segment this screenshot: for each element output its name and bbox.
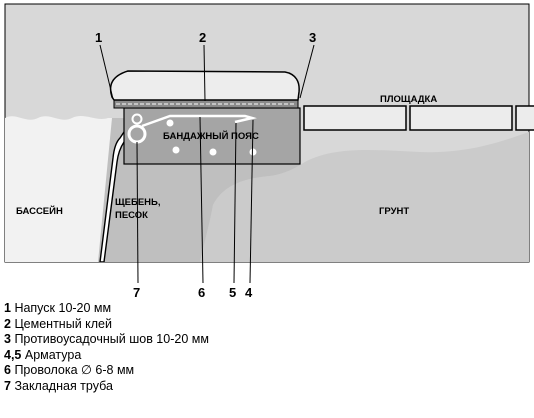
callout-2-leader — [203, 44, 206, 102]
soil-region — [200, 132, 529, 262]
callout-6-leader — [199, 116, 204, 284]
callout-6: 6 — [198, 285, 205, 300]
pool-water — [5, 116, 112, 262]
legend-text: Арматура — [24, 347, 82, 362]
legend-key: 6 — [4, 363, 11, 378]
pool-label: БАССЕЙН — [16, 205, 63, 217]
rebar-dot — [166, 119, 174, 127]
legend-text: Напуск 10-20 мм — [14, 301, 112, 315]
platform-tile-3 — [515, 105, 534, 131]
gravel-label-line1: ЩЕБЕНЬ, — [115, 197, 161, 208]
legend-text: Противоусадочный шов 10-20 мм — [14, 332, 209, 347]
callout-1-leader — [99, 44, 114, 100]
legend-key: 7 — [4, 378, 11, 393]
platform-tile-1 — [303, 105, 407, 131]
callout-3: 3 — [309, 30, 316, 45]
soil-label: ГРУНТ — [379, 206, 409, 217]
legend-item: 6 Проволока ∅ 6-8 мм — [4, 363, 209, 379]
legend-text: Закладная труба — [14, 378, 113, 393]
reinforcement-wire — [141, 114, 257, 128]
platform-tile-2 — [409, 105, 513, 131]
platform-label: ПЛОЩАДКА — [380, 94, 437, 105]
gravel-label-line2: ПЕСОК — [115, 210, 148, 221]
legend-item: 7 Закладная труба — [4, 379, 209, 395]
rebar-top-left — [131, 113, 143, 125]
rebar-dot — [209, 148, 217, 156]
legend: 1 Напуск 10-20 мм 2 Цементный клей 3 Про… — [4, 301, 209, 395]
callout-5: 5 — [229, 285, 236, 300]
legend-key: 1 — [4, 301, 11, 315]
callout-2: 2 — [199, 30, 206, 45]
legend-key: 2 — [4, 316, 11, 331]
legend-key: 3 — [4, 332, 11, 347]
legend-text: Цементный клей — [14, 316, 112, 331]
callout-7: 7 — [133, 285, 140, 300]
legend-key: 4,5 — [4, 347, 22, 362]
callout-4: 4 — [245, 285, 253, 300]
legend-item: 2 Цементный клей — [4, 317, 209, 333]
legend-item: 4,5 Арматура — [4, 348, 209, 364]
callout-3-leader — [299, 44, 315, 99]
callout-1: 1 — [95, 30, 102, 45]
callout-7-leader — [136, 141, 139, 284]
callout-5-leader — [233, 122, 237, 284]
legend-item: 1 Напуск 10-20 мм — [4, 301, 209, 317]
belt-label: БАНДАЖНЫЙ ПОЯС — [163, 130, 259, 142]
callout-4-leader — [249, 119, 254, 284]
rebar-dot — [249, 148, 257, 156]
rebar-dot — [172, 146, 180, 154]
legend-item: 3 Противоусадочный шов 10-20 мм — [4, 332, 209, 348]
legend-text: Проволока ∅ 6-8 мм — [14, 363, 135, 378]
